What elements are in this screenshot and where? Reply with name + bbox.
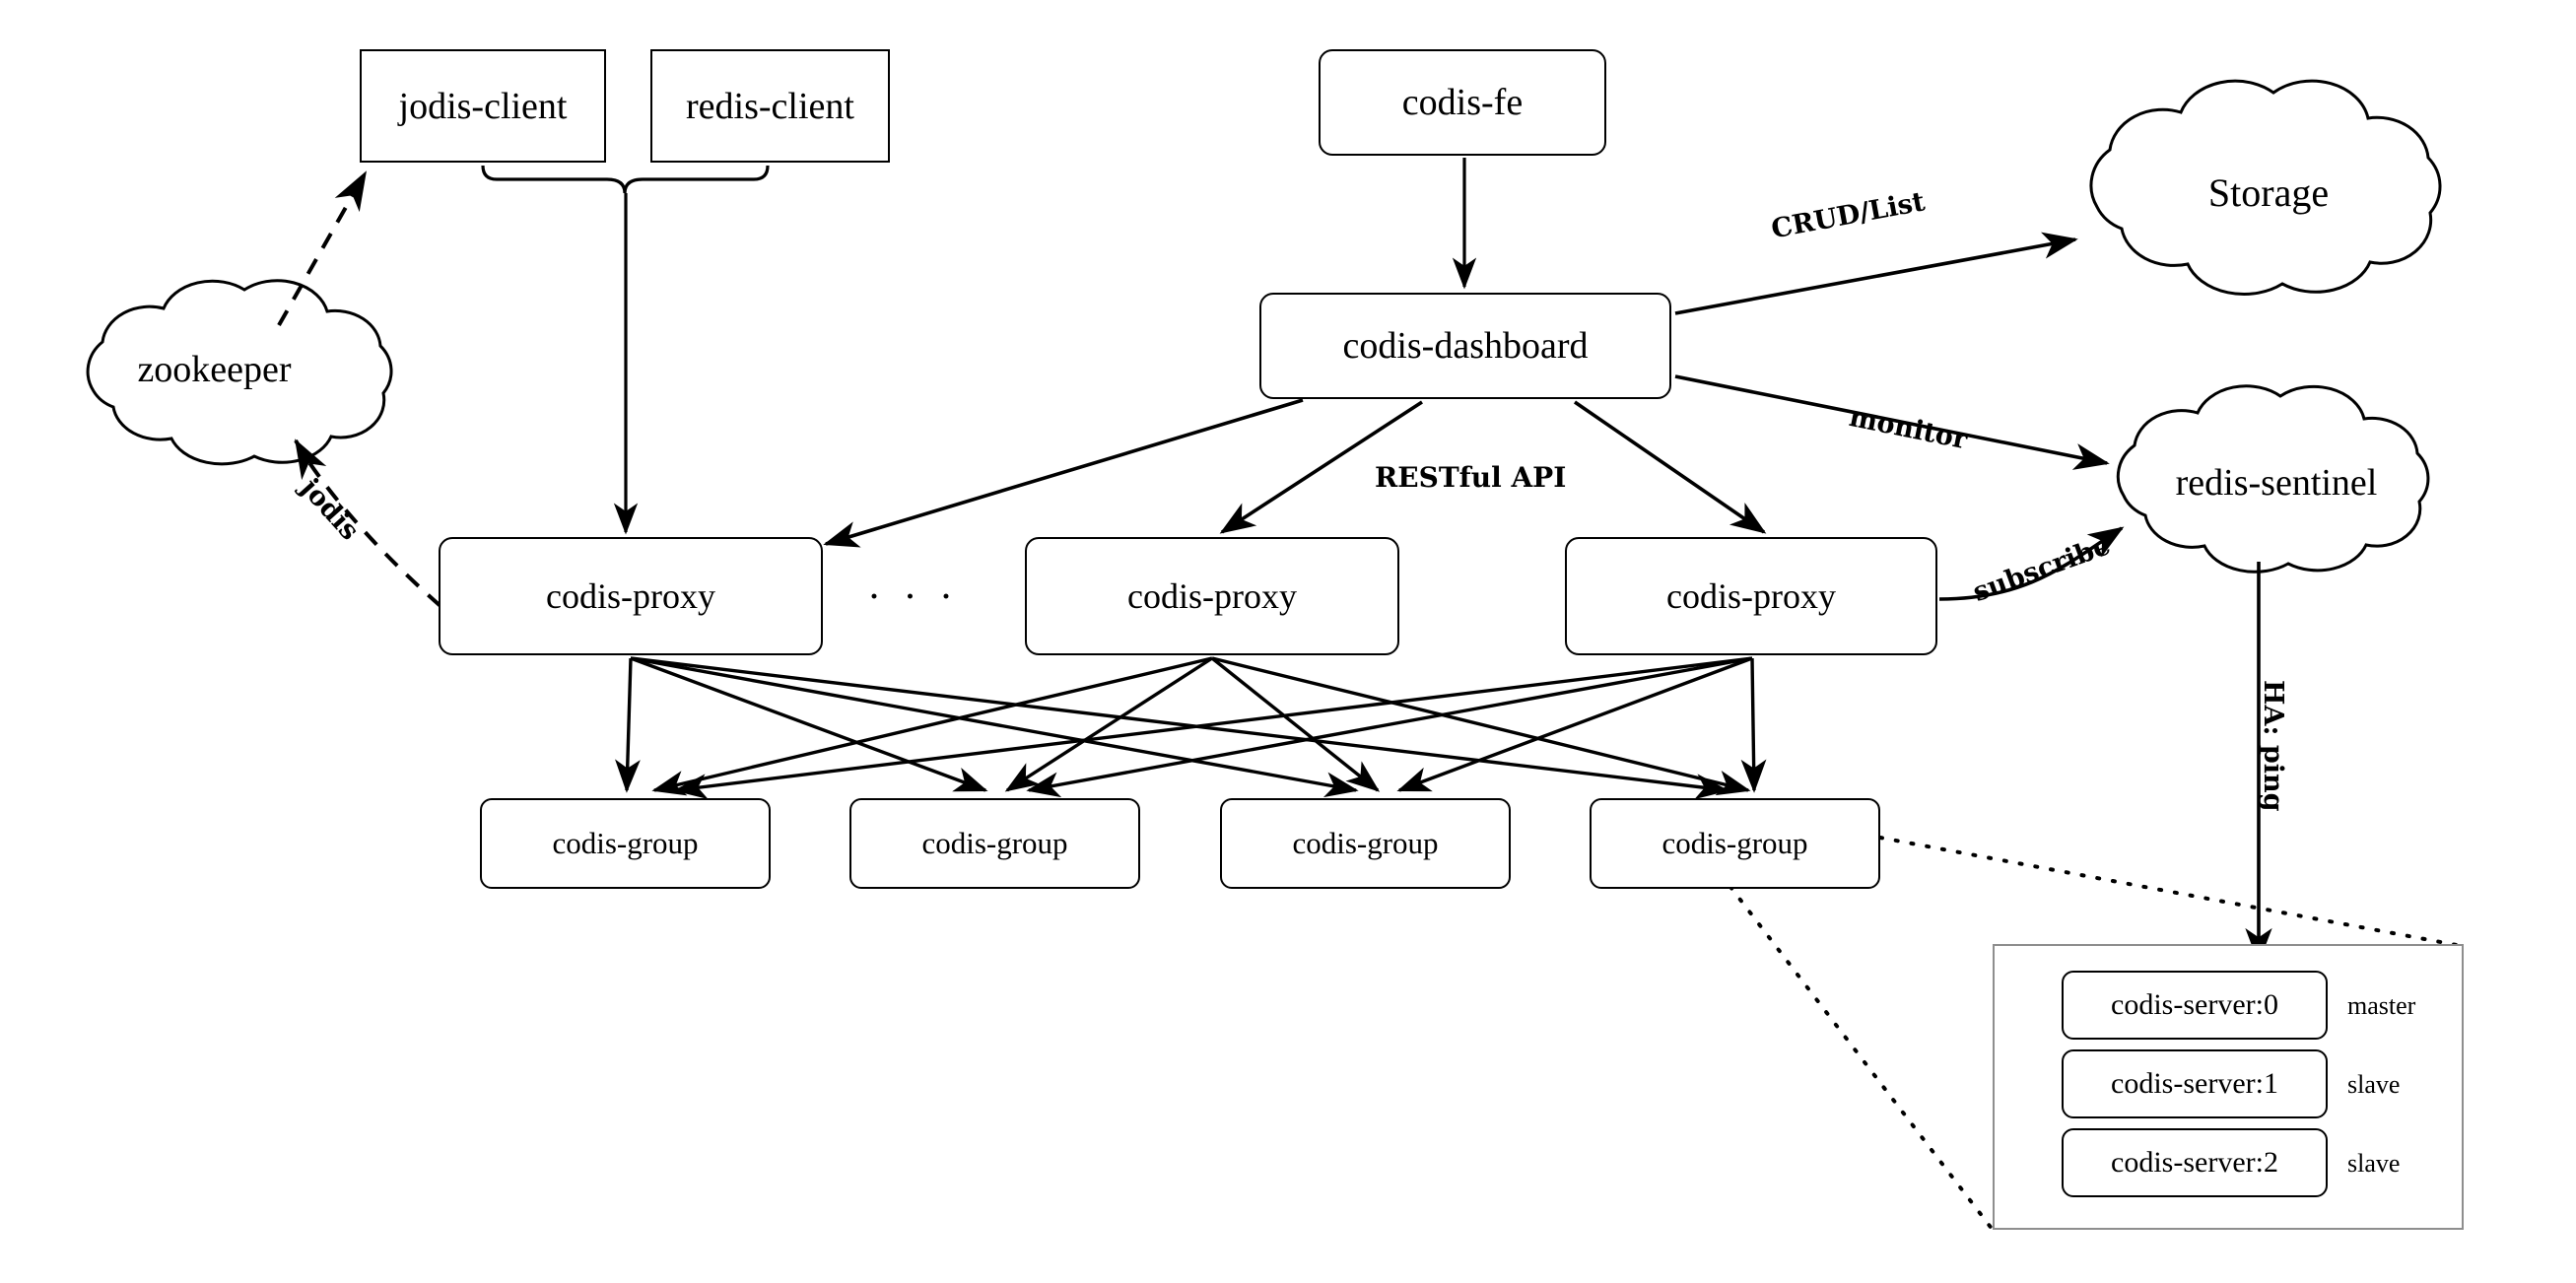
- node-redis-client[interactable]: [650, 49, 890, 163]
- node-codis-proxy-2[interactable]: [1025, 537, 1399, 655]
- edge-label-monitor: monitor: [1846, 402, 1970, 456]
- node-jodis-client[interactable]: [360, 49, 606, 163]
- edge-label-ha-ping: HA: ping: [2258, 680, 2288, 812]
- edge-proxy3-to-group1: [673, 656, 1753, 800]
- node-codis-proxy-3[interactable]: [1565, 537, 1937, 655]
- clients-brace: [481, 165, 770, 194]
- edge-proxy2-to-group3: [1210, 656, 1381, 792]
- edge-proxy2-to-group1: [651, 656, 1213, 796]
- edge-proxy2-to-group4: [1211, 656, 1751, 796]
- redis-sentinel-cloud-shape: [2116, 384, 2430, 574]
- edge-dashboard-to-proxy1: [823, 398, 1304, 548]
- edge-proxy3-to-group3: [1396, 656, 1753, 792]
- edge-dashboard-to-proxy2: [1219, 400, 1423, 534]
- edge-proxy1-to-zookeeper: [294, 439, 442, 608]
- node-codis-group-3[interactable]: [1220, 798, 1511, 889]
- edge-proxy3-to-sentinel: [1938, 526, 2125, 601]
- node-codis-server-0[interactable]: [2062, 971, 2328, 1040]
- edge-proxy1-to-group4: [630, 656, 1729, 800]
- edge-label-crud-list: CRUD/List: [1769, 186, 1928, 245]
- edge-proxy2-to-group2: [1004, 656, 1213, 792]
- edge-label-jodis: jodis: [294, 473, 366, 547]
- edge-proxy3-to-group2: [1026, 656, 1753, 798]
- proxy-group-mesh: [615, 656, 1767, 800]
- edge-dashboard-to-storage: [1674, 232, 2078, 315]
- edge-dashboard-to-sentinel: [1674, 374, 2110, 470]
- edge-proxy1-to-group3: [630, 656, 1359, 798]
- edge-label-restful-api: RESTful API: [1375, 461, 1567, 494]
- callout-dotted-bottom: [1729, 885, 1995, 1232]
- node-codis-server-2[interactable]: [2062, 1128, 2328, 1197]
- node-codis-group-4[interactable]: [1590, 798, 1880, 889]
- node-codis-server-1[interactable]: [2062, 1049, 2328, 1118]
- edge-proxy1-to-group1: [615, 657, 641, 793]
- edge-label-subscribe: subscribe: [1969, 530, 2115, 609]
- node-codis-proxy-1[interactable]: [439, 537, 823, 655]
- storage-cloud-shape: [2089, 79, 2442, 296]
- callout-dotted-top: [1878, 836, 2464, 948]
- node-codis-group-1[interactable]: [480, 798, 771, 889]
- edge-proxy1-to-group2: [630, 656, 988, 792]
- zookeeper-cloud-shape: [86, 279, 393, 466]
- edge-proxy3-to-group4: [1740, 657, 1767, 793]
- proxy-ellipsis: · · ·: [867, 574, 959, 620]
- node-codis-fe[interactable]: [1319, 49, 1606, 156]
- node-codis-dashboard[interactable]: [1259, 293, 1671, 399]
- edge-dashboard-to-proxy3: [1573, 400, 1767, 534]
- node-codis-group-2[interactable]: [849, 798, 1140, 889]
